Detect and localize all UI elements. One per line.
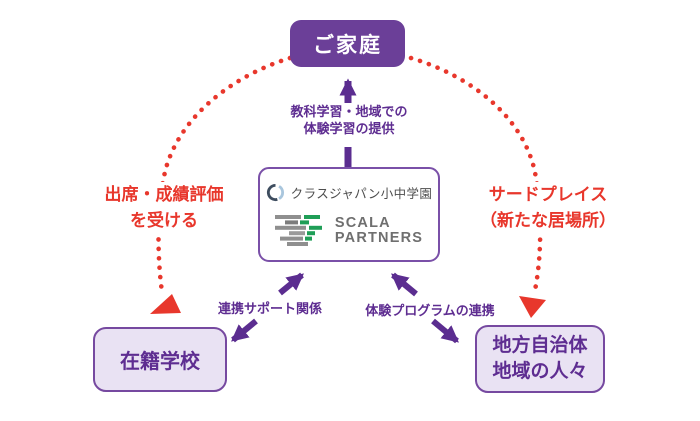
edge-label-program-text: 体験プログラムの連携 — [365, 303, 495, 318]
node-local-line1: 地方自治体 — [492, 335, 588, 357]
edge-label-program: 体験プログラムの連携 — [362, 302, 498, 319]
node-family-label: ご家庭 — [313, 33, 382, 57]
dotted-arc-family-to-local — [408, 55, 543, 293]
node-local: 地方自治体 地域の人々 — [475, 325, 605, 393]
red-arrowhead-local — [519, 296, 546, 318]
edge-label-third-place-line2: （新たな居場所） — [480, 210, 616, 230]
scala-line1: SCALA — [334, 214, 391, 231]
edge-label-support: 連携サポート関係 — [205, 300, 335, 317]
red-arrowhead-school — [150, 294, 181, 314]
node-school-label: 在籍学校 — [120, 351, 200, 373]
node-family: ご家庭 — [290, 20, 405, 67]
edge-label-attendance: 出席・成績評価 を受ける — [88, 182, 240, 233]
class-japan-logo-text: クラスジャパン小中学園 — [290, 187, 433, 201]
scala-partners-logo-text: SCALA PARTNERS — [334, 214, 424, 246]
edge-label-third-place-line1: サードプレイス — [488, 185, 608, 204]
edge-label-provide-line2: 体験学習の提供 — [303, 121, 395, 137]
edge-label-third-place: サードプレイス （新たな居場所） — [468, 182, 628, 233]
node-center-card: クラスジャパン小中学園 SCALA PARTNERS — [258, 167, 440, 262]
edge-label-attendance-line2: を受ける — [130, 210, 198, 230]
node-local-line2: 地域の人々 — [492, 361, 588, 382]
arrow-support-lower — [231, 318, 258, 343]
node-school: 在籍学校 — [93, 327, 227, 392]
scala-partners-logo-icon — [274, 215, 322, 246]
arrow-program-upper — [391, 272, 418, 297]
edge-label-provide: 教科学習・地域での 体験学習の提供 — [264, 103, 434, 137]
edge-label-attendance-line1: 出席・成績評価 — [104, 185, 224, 204]
scala-line2: PARTNERS — [334, 229, 424, 246]
class-japan-logo-icon — [266, 183, 284, 202]
arrow-support-upper — [278, 272, 304, 296]
scala-partners-logo: SCALA PARTNERS — [274, 214, 424, 246]
edge-label-support-text: 連携サポート関係 — [217, 301, 322, 316]
dotted-arc-family-to-school — [156, 55, 293, 295]
class-japan-logo: クラスジャパン小中学園 — [266, 183, 433, 202]
edge-label-provide-line1: 教科学習・地域での — [290, 104, 408, 119]
arrow-program-lower — [431, 318, 459, 344]
